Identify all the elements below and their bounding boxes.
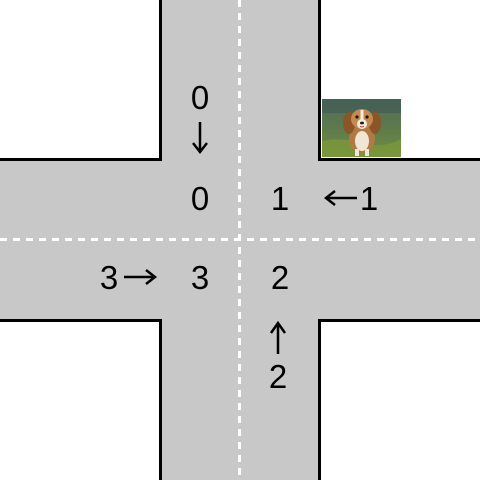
east-queue-count: 1 (359, 180, 379, 217)
arrow-left-icon (323, 190, 357, 206)
north-queue-count: 0 (190, 79, 210, 116)
quadrant-label-top-left: 0 (190, 180, 210, 217)
quadrant-label-top-right: 1 (270, 180, 290, 217)
curb-bottom-left-horizontal (0, 319, 162, 322)
curb-bottom-right-horizontal (318, 319, 480, 322)
arrow-right-icon (124, 269, 158, 285)
curb-bottom-right-vertical (318, 319, 321, 480)
quadrant-label-bottom-right: 2 (270, 259, 290, 296)
curb-top-left-vertical (159, 0, 162, 161)
curb-bottom-left-vertical (159, 319, 162, 480)
curb-top-right-vertical (318, 0, 321, 161)
curb-top-left-horizontal (0, 158, 162, 161)
quadrant-label-bottom-left: 3 (190, 259, 210, 296)
south-queue-count: 2 (268, 358, 288, 395)
dog-photo-icon (322, 99, 401, 157)
arrow-up-icon (269, 320, 287, 354)
curb-top-right-horizontal (318, 158, 480, 161)
arrow-down-icon (192, 122, 208, 155)
west-queue-count: 3 (99, 259, 119, 296)
lane-divider-horizontal (0, 238, 480, 241)
